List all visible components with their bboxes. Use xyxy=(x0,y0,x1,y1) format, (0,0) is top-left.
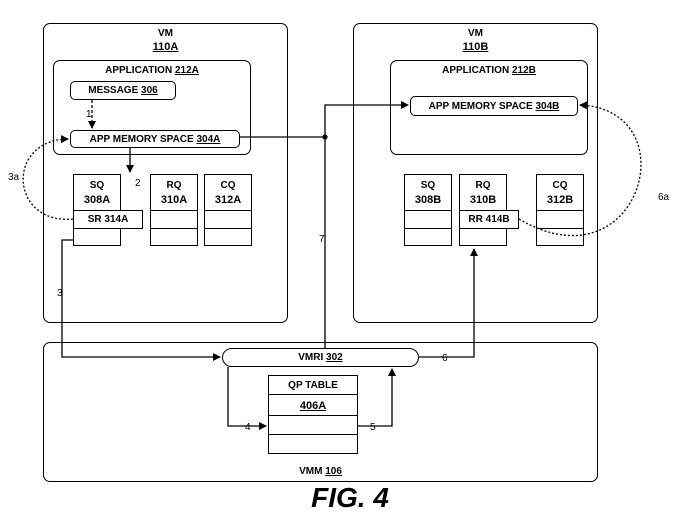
step-7-arrow xyxy=(324,101,409,137)
vm-b-id: 110B xyxy=(462,41,489,53)
rq-b-slot xyxy=(459,228,507,246)
step-4-label: 4 xyxy=(245,422,251,433)
vm-a-title: VM xyxy=(158,28,173,39)
vm-b-title: VM xyxy=(468,28,483,39)
step-6a-label: 6a xyxy=(658,192,670,203)
junction-dot xyxy=(322,134,328,140)
step-5-arrow xyxy=(358,368,396,427)
step-3-label: 3 xyxy=(57,288,63,299)
vmri-box xyxy=(222,348,419,367)
vm-a-id: 110A xyxy=(152,41,179,53)
message-label: MESSAGE 306 xyxy=(88,85,158,96)
step-2-label: 2 xyxy=(135,178,141,189)
step-6-arrow xyxy=(419,248,478,358)
cq-a-header: CQ 312A xyxy=(204,174,252,211)
sq-b-slot-2 xyxy=(404,228,452,246)
cq-a-slot-2 xyxy=(204,228,252,246)
app-memory-space-a-label: APP MEMORY SPACE 304A xyxy=(89,134,221,145)
step-4-arrow xyxy=(227,367,267,430)
step-6a-arrow xyxy=(518,101,642,236)
step-3-arrow xyxy=(61,239,221,361)
step-6-label: 6 xyxy=(442,353,448,364)
vmm-label: VMM 106 xyxy=(299,466,342,477)
application-b-title: APPLICATION 212B xyxy=(442,65,536,76)
qp-table-row-2 xyxy=(268,434,358,454)
rr-b-cell: RR 414B xyxy=(459,210,519,229)
rq-a-header: RQ 310A xyxy=(150,174,198,211)
step-3a-arrow xyxy=(22,135,74,220)
figure-label: FIG. 4 xyxy=(311,482,389,513)
rq-a-slot-2 xyxy=(150,228,198,246)
sq-b-header: SQ 308B xyxy=(404,174,452,211)
step-3a-label: 3a xyxy=(8,172,20,183)
step-7-line xyxy=(240,136,326,348)
step-1-label: 1 xyxy=(86,109,92,120)
step-5-label: 5 xyxy=(370,422,376,433)
sq-a-header: SQ 308A xyxy=(73,174,121,211)
cq-b-slot-2 xyxy=(536,228,584,246)
app-memory-space-b-box xyxy=(410,96,578,116)
step-7-label: 7 xyxy=(319,234,325,245)
app-memory-space-b-label: APP MEMORY SPACE 304B xyxy=(428,101,560,112)
app-memory-space-a-box xyxy=(70,130,240,148)
message-box xyxy=(70,81,176,100)
sq-a-slot xyxy=(73,228,121,246)
application-a-title: APPLICATION 212A xyxy=(105,65,199,76)
vmri-label: VMRI 302 xyxy=(298,352,343,363)
